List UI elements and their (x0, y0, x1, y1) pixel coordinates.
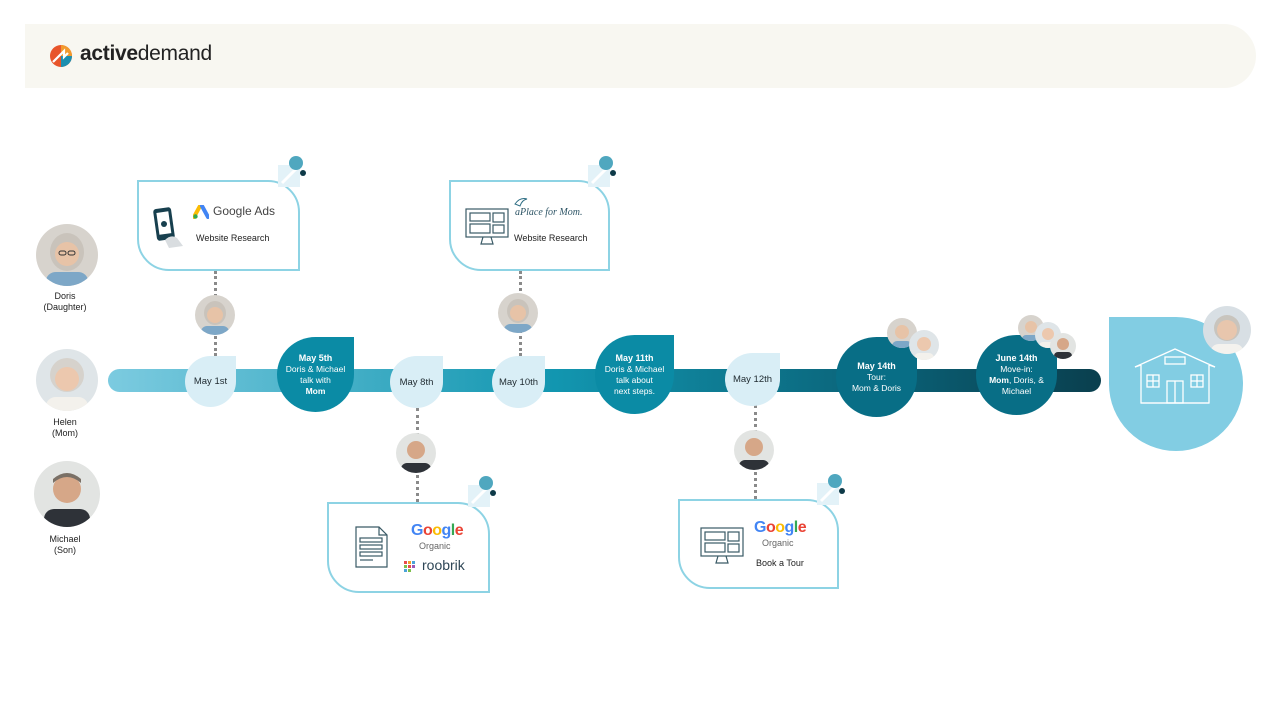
avatar-michael-mini (1050, 333, 1076, 359)
event-may10: May 10th (492, 356, 545, 408)
google-logo: Google (754, 519, 807, 536)
activedemand-logo-icon (50, 45, 72, 67)
brand-name: activedemand (80, 42, 212, 65)
avatar-doris-small (195, 295, 235, 335)
card-google-organic-tour: Google Organic Book a Tour (678, 499, 839, 589)
google-logo: Google (411, 522, 464, 539)
desktop-monitor-icon (465, 208, 509, 245)
google-ads-icon (193, 205, 209, 219)
building-icon (1134, 348, 1216, 404)
avatar-doris (36, 224, 98, 286)
cursor-badge-icon (468, 476, 496, 507)
avatar-michael-small (734, 430, 774, 470)
cursor-badge-icon (278, 156, 306, 187)
roobrik-logo-icon (404, 561, 415, 572)
avatar-michael (34, 461, 100, 527)
bird-icon (514, 198, 528, 207)
helen-destination-avatar (1203, 306, 1251, 354)
event-june14: June 14th Move-in: Mom, Doris, & Michael (976, 335, 1057, 415)
avatar-michael-small (396, 433, 436, 473)
person-label-doris: Doris(Daughter) (43, 291, 87, 312)
event-may1: May 1st (185, 356, 236, 407)
card-place-for-mom: aPlace for Mom. Website Research (449, 180, 610, 271)
card-google-ads: Google Ads Website Research (137, 180, 300, 271)
document-form-icon (355, 526, 388, 568)
person-label-michael: Michael(Son) (49, 534, 81, 555)
card-google-organic-roobrik: Google Organic roobrik (327, 502, 490, 593)
header-bar: activedemand (25, 24, 1256, 88)
event-may5: May 5th Doris & Michael talk with Mom (277, 337, 354, 412)
event-may14: May 14th Tour: Mom & Doris (836, 337, 917, 417)
card-subtitle: Website Research (514, 233, 588, 243)
card-extra: Book a Tour (756, 558, 804, 568)
card-subtitle: Organic (419, 541, 451, 551)
event-may11: May 11th Doris & Michael talk about next… (595, 335, 674, 414)
roobrik-logo: roobrik (422, 557, 465, 573)
event-may12: May 12th (725, 353, 780, 406)
avatar-doris-small (498, 293, 538, 333)
card-subtitle: Organic (762, 538, 794, 548)
card-title: aPlace for Mom. (515, 207, 583, 218)
event-may8: May 8th (390, 356, 443, 408)
card-title: Google Ads (213, 204, 276, 218)
cursor-badge-icon (817, 474, 845, 505)
person-label-helen: Helen(Mom) (52, 417, 78, 438)
mobile-phone-icon (153, 207, 183, 248)
desktop-monitor-icon (700, 527, 744, 564)
avatar-helen (36, 349, 98, 411)
cursor-badge-icon (588, 156, 616, 187)
avatar-helen-mini (909, 330, 939, 360)
card-subtitle: Website Research (196, 233, 270, 243)
